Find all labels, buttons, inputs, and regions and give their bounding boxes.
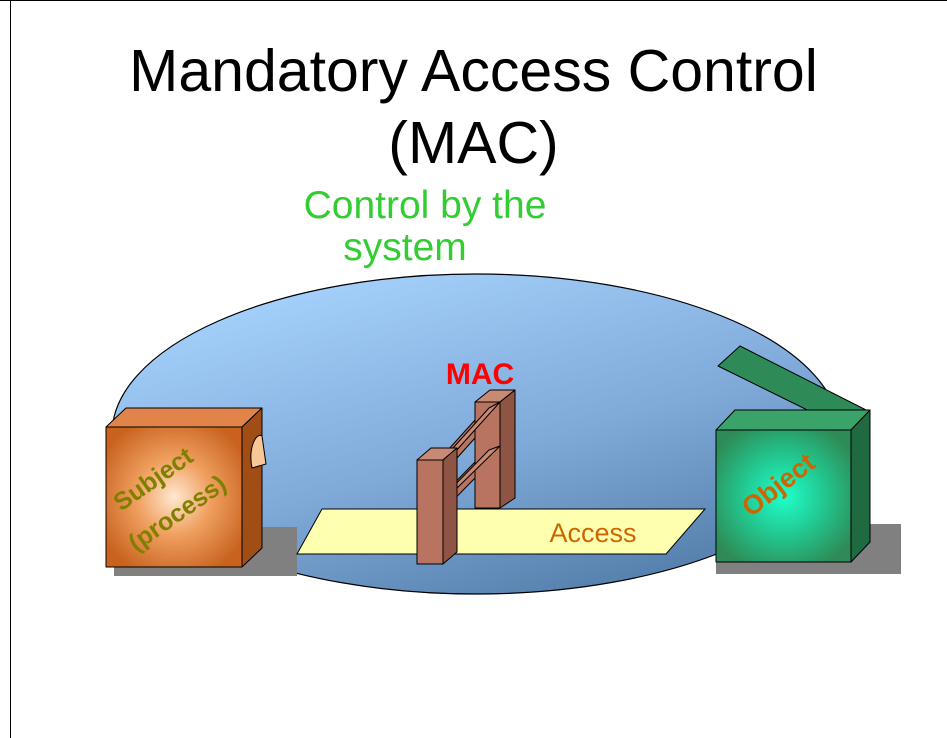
slide-title-line1: Mandatory Access Control xyxy=(129,38,818,104)
object-box xyxy=(715,345,871,563)
subtitle-line1: Control by the xyxy=(303,184,547,227)
access-label: Access xyxy=(549,518,636,548)
slide-top-border xyxy=(0,0,947,1)
access-path xyxy=(296,508,707,555)
subtitle-line2: system xyxy=(343,226,467,269)
subject-flap xyxy=(250,434,267,469)
slide-left-border xyxy=(10,0,11,738)
slide-title-line2: (MAC) xyxy=(388,110,559,176)
mac-gate-label: MAC xyxy=(446,358,514,391)
mac-gate xyxy=(416,389,516,565)
